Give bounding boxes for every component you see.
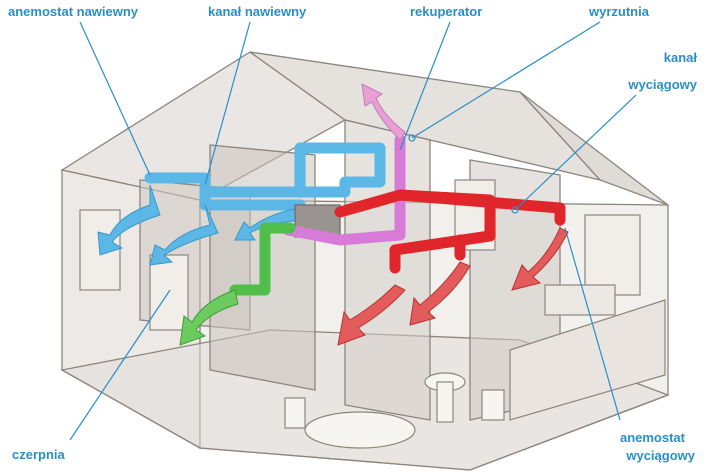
leader-lines bbox=[69, 21, 637, 441]
intake-arrow bbox=[179, 289, 239, 346]
outlet-duct bbox=[282, 134, 406, 246]
label-rekuperator: rekuperator bbox=[410, 4, 483, 19]
label-czerpnia: czerpnia bbox=[12, 447, 65, 462]
exhaust-duct bbox=[334, 189, 566, 274]
intake-duct bbox=[229, 222, 296, 296]
label-anemostat-wyciagowy-line1: anemostat bbox=[619, 430, 685, 445]
bathroom-fixtures bbox=[284, 284, 666, 449]
exhaust-arrows bbox=[337, 227, 569, 346]
label-kanal-wyciagowy-line1: kanał bbox=[663, 50, 697, 65]
label-anemostat-wyciagowy-line2: wyciągowy bbox=[626, 448, 695, 463]
label-wyrzutnia: wyrzutnia bbox=[589, 4, 649, 19]
label-anemostat-nawiewny: anemostat nawiewny bbox=[8, 4, 139, 19]
outlet-arrow bbox=[361, 83, 406, 141]
label-kanal-wyciagowy-line2: wyciągowy bbox=[628, 77, 697, 92]
label-kanal-nawiewny: kanał nawiewny bbox=[208, 4, 307, 19]
